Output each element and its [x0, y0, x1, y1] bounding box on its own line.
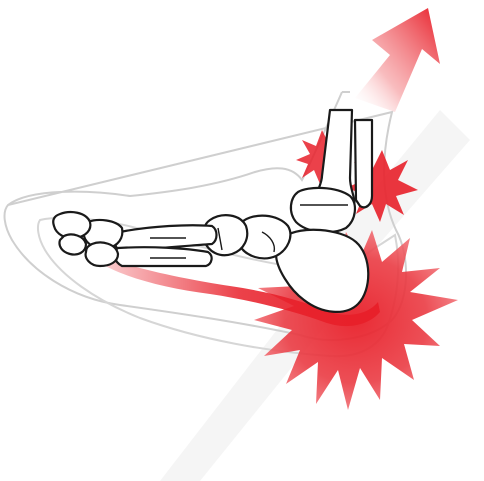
- upward-arrow-icon: [355, 8, 440, 112]
